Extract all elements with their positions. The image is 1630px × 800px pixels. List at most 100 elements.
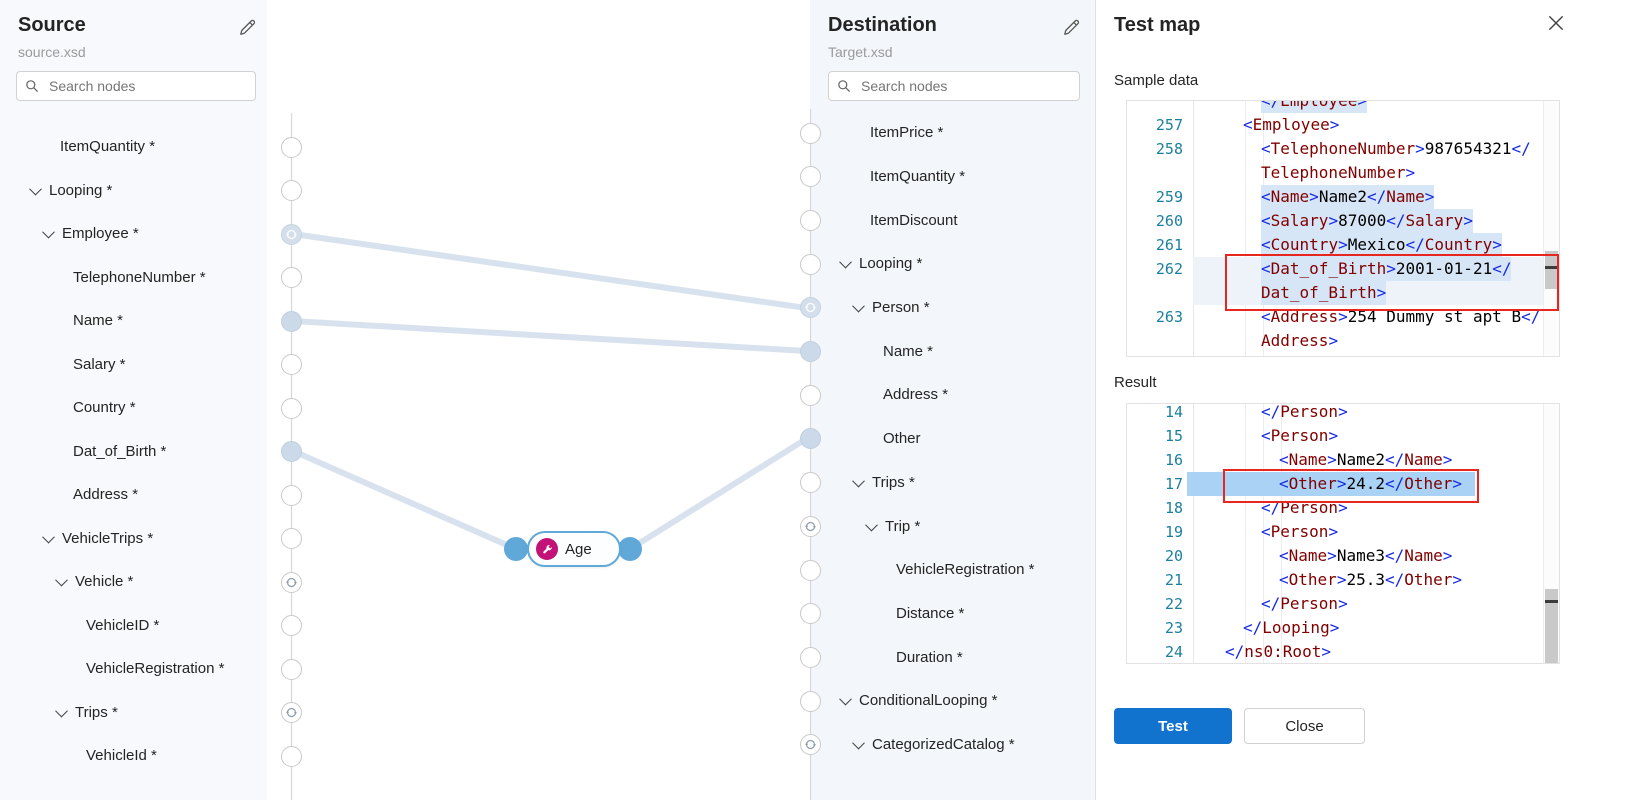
tree-node-vehicle[interactable]: Vehicle * [0,560,267,604]
close-icon[interactable] [1545,12,1567,34]
tree-node-vehicletrips[interactable]: VehicleTrips * [0,517,267,561]
connection-handle-other[interactable] [799,428,821,450]
chevron-down-icon[interactable] [865,518,878,531]
connection-handle-salary[interactable] [280,354,302,375]
sample-data-editor[interactable]: </Employee>257<Employee>258<TelephoneNum… [1126,100,1560,357]
result-label: Result [1114,374,1157,391]
chevron-down-icon[interactable] [852,736,865,750]
connection-handle-vehicleregistration[interactable] [280,658,302,680]
close-button[interactable]: Close [1244,708,1365,744]
connection-handle-looping[interactable] [799,253,821,275]
connection-handle-vehicleid[interactable] [280,745,302,767]
destination-search-input[interactable] [828,71,1080,101]
connection-handle-dat-of-birth[interactable] [280,441,302,462]
edit-source-schema-icon[interactable] [237,18,257,38]
mapping-edge-employee-person[interactable] [290,231,809,311]
connection-handle-name[interactable] [799,341,821,362]
tree-node-employee[interactable]: Employee * [0,212,267,256]
edit-destination-schema-icon[interactable] [1061,18,1081,38]
tree-node-country[interactable]: Country * [0,386,267,430]
tree-node-telephonenumber[interactable]: TelephoneNumber * [0,256,267,300]
tree-node-dat-of-birth[interactable]: Dat_of_Birth * [0,430,267,474]
connection-handle-trips[interactable] [799,472,821,494]
connection-handle-country[interactable] [280,397,302,419]
age-output-port[interactable] [618,537,642,561]
connection-handle-duration[interactable] [799,646,821,668]
connection-handle-conditionallooping[interactable] [799,690,821,712]
code-token: Person [1270,426,1329,445]
loop-handle-vehicle[interactable] [280,571,302,593]
connection-handle-vehicleregistration[interactable] [799,559,821,581]
chevron-down-icon[interactable] [55,704,68,718]
chevron-down-icon[interactable] [852,474,865,488]
connection-handle-name[interactable] [280,310,302,332]
tree-node-trips[interactable]: Trips * [810,461,1095,505]
connection-handle-distance[interactable] [799,603,821,625]
connection-handle-address[interactable] [280,484,302,506]
connection-handle-itemprice[interactable] [799,122,821,144]
connection-handle-vehicletrips[interactable] [280,528,302,549]
tree-node-vehicleregistration[interactable]: VehicleRegistration * [810,548,1095,592]
code-token: Name [1386,187,1425,206]
connection-handle-vehicleid[interactable] [280,615,302,636]
line-number: 23 [1164,619,1183,637]
loop-handle-trip[interactable] [799,515,821,537]
tree-node-itemquantity[interactable]: ItemQuantity * [0,125,267,169]
chevron-down-icon[interactable] [852,299,865,313]
tree-node-trip[interactable]: Trip * [810,504,1095,548]
age-input-port[interactable] [504,537,528,561]
loop-handle-person[interactable] [799,297,821,319]
tree-node-distance[interactable]: Distance * [810,592,1095,636]
line-number: 261 [1155,236,1183,254]
code-token: Address [1261,331,1329,350]
connection-handle-address[interactable] [799,384,821,406]
code-token: </ [1384,474,1405,493]
tree-node-duration[interactable]: Duration * [810,635,1095,679]
loop-handle-categorizedcatalog[interactable] [799,734,821,756]
mapping-edge-age-other[interactable] [627,436,809,552]
tree-node-itemdiscount[interactable]: ItemDiscount [810,198,1095,242]
test-button[interactable]: Test [1114,708,1232,744]
connection-handle-telephonenumber[interactable] [280,267,302,288]
mapping-edge-name-name[interactable] [290,318,809,354]
chevron-down-icon[interactable] [839,693,852,706]
mapping-edge-datofbirth-age[interactable] [290,448,519,552]
function-node-age[interactable]: Age [527,531,621,567]
code-line: 15<Person> [1127,424,1544,448]
code-token: > [1463,211,1473,230]
scrollbar-track[interactable] [1543,101,1559,356]
loop-handle-employee[interactable] [280,223,302,245]
tree-node-conditionallooping[interactable]: ConditionalLooping * [810,679,1095,723]
tree-node-trips[interactable]: Trips * [0,691,267,735]
tree-node-address[interactable]: Address * [0,473,267,517]
chevron-down-icon[interactable] [42,530,55,544]
result-editor[interactable]: 14</Person>15<Person>16<Name>Name2</Name… [1126,403,1560,664]
chevron-down-icon[interactable] [42,225,55,239]
scrollbar-thumb[interactable] [1545,251,1558,289]
tree-node-vehicleregistration[interactable]: VehicleRegistration * [0,647,267,691]
source-search-input[interactable] [16,71,256,101]
tree-node-looping[interactable]: Looping * [0,169,267,213]
tree-node-itemquantity[interactable]: ItemQuantity * [810,155,1095,199]
chevron-down-icon[interactable] [29,182,42,196]
connection-handle-itemquantity[interactable] [280,136,302,158]
tree-node-salary[interactable]: Salary * [0,343,267,387]
chevron-down-icon[interactable] [839,256,852,269]
connection-handle-itemquantity[interactable] [799,166,821,188]
tree-node-itemprice[interactable]: ItemPrice * [810,111,1095,155]
tree-node-name[interactable]: Name * [810,329,1095,373]
tree-node-label: Looping * [49,181,113,199]
connection-handle-looping[interactable] [280,180,302,201]
loop-handle-trips[interactable] [280,702,302,723]
tree-node-person[interactable]: Person * [810,286,1095,330]
tree-node-vehicleid[interactable]: VehicleID * [0,604,267,648]
tree-node-vehicleid[interactable]: VehicleId * [0,734,267,778]
tree-node-other[interactable]: Other [810,417,1095,461]
tree-node-name[interactable]: Name * [0,299,267,343]
chevron-down-icon[interactable] [55,573,68,587]
tree-node-looping[interactable]: Looping * [810,242,1095,286]
tree-node-address[interactable]: Address * [810,373,1095,417]
connection-handle-itemdiscount[interactable] [799,209,821,231]
scrollbar-thumb[interactable] [1545,589,1558,663]
tree-node-categorizedcatalog[interactable]: CategorizedCatalog * [810,723,1095,767]
